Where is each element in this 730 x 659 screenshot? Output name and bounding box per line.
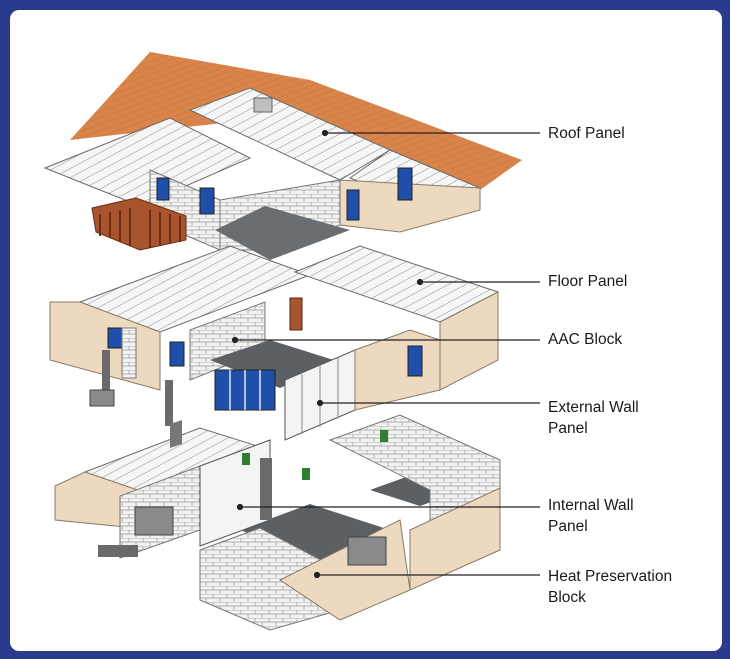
label-internal-wall-panel-line-1: Internal Wall — [548, 497, 634, 514]
label-aac-block: AAC Block — [548, 329, 622, 350]
label-roof-panel: Roof Panel — [548, 123, 625, 144]
label-external-wall-panel-line-1: External Wall — [548, 399, 639, 416]
green-door-1 — [242, 453, 250, 465]
leader-external-wall-panel-dot — [316, 399, 324, 407]
timber-balcony — [91, 197, 187, 251]
label-heat-preservation-block-line-1: Heat Preservation — [548, 568, 673, 585]
chimney-column — [260, 458, 272, 520]
column-2 — [165, 380, 173, 426]
window-upper-2 — [199, 187, 215, 215]
roof-panel-left — [43, 117, 252, 207]
upper-floor-slab — [215, 206, 350, 260]
leader-floor-panel-dot — [416, 278, 424, 286]
first-floor-level — [49, 245, 500, 441]
label-floor-panel-line-1: Floor Panel — [548, 273, 628, 290]
label-external-wall-panel: External Wall Panel — [548, 397, 639, 439]
leader-lines — [231, 129, 540, 579]
panel-seams — [301, 358, 339, 434]
leader-internal-wall-panel-dot — [236, 503, 244, 511]
label-aac-block-line-1: AAC Block — [548, 331, 623, 348]
label-internal-wall-panel-line-2: Panel — [548, 518, 588, 535]
label-roof-panel-line-1: Roof Panel — [548, 125, 625, 142]
window-upper-1 — [156, 177, 170, 201]
stair-block-2 — [347, 536, 387, 566]
window-first-3 — [407, 345, 423, 377]
green-door-3 — [380, 430, 388, 442]
leader-heat-preservation-block-dot — [313, 571, 321, 579]
label-floor-panel: Floor Panel — [548, 271, 627, 292]
window-upper-3 — [346, 189, 360, 221]
column-base-1 — [89, 389, 115, 407]
window-upper-4 — [397, 167, 413, 201]
window-first-wide-mullions — [229, 370, 261, 410]
ground-wall-beige-right — [409, 487, 501, 591]
column-1 — [102, 350, 110, 394]
green-door-2 — [302, 468, 310, 480]
balcony-rails — [99, 208, 181, 248]
door-grey — [170, 420, 182, 448]
label-heat-preservation-block-line-2: Block — [548, 589, 586, 606]
window-first-2 — [169, 341, 185, 367]
leader-roof-panel-dot — [321, 129, 329, 137]
interior-wall-beige — [354, 329, 441, 411]
stair-block — [134, 506, 174, 536]
exploded-house-illustration — [43, 52, 540, 631]
brick-pillar — [121, 327, 137, 379]
chimney-vent — [253, 97, 273, 113]
ground-floor-level — [54, 414, 501, 631]
roof-level — [43, 52, 522, 260]
leader-aac-block-dot — [231, 336, 239, 344]
steel-base — [98, 545, 138, 557]
diagram-card: Roof Panel Floor Panel AAC Block Externa… — [10, 10, 722, 651]
door-first — [289, 297, 303, 331]
label-heat-preservation-block: Heat Preservation Block — [548, 566, 672, 608]
label-external-wall-panel-line-2: Panel — [548, 420, 588, 437]
label-internal-wall-panel: Internal Wall Panel — [548, 495, 634, 537]
